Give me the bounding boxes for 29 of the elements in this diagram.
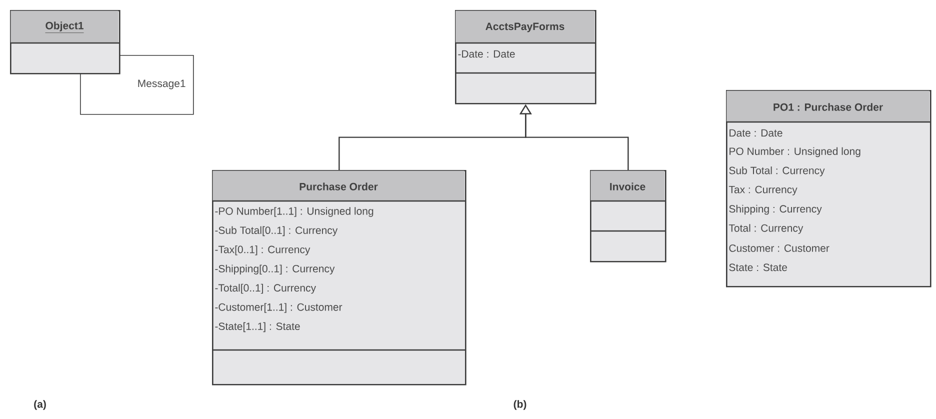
attribute-text: Tax : Currency (728, 186, 798, 196)
attribute-text: State : State (729, 264, 787, 272)
attribute-text: Sub Total : Currency (729, 166, 825, 176)
attribute-text: -State[1..1] : State (215, 322, 300, 332)
attribute-text: Shipping : Currency (729, 204, 822, 215)
class-box (10, 10, 120, 74)
attribute-text: -Total[0..1] : Currency (215, 284, 316, 294)
attribute-text: -Sub Total[0..1] : Currency (215, 226, 338, 236)
class-box (212, 170, 466, 386)
class-box (590, 170, 666, 262)
class-name: PO1 : Purchase Order (774, 103, 883, 111)
class-name: Object1 (45, 22, 84, 33)
panel-label: (b) (514, 400, 526, 410)
panel-label: (a) (34, 400, 46, 410)
class-box (455, 10, 596, 104)
attribute-text: PO Number : Unsigned long (730, 147, 860, 158)
attribute-text: Date : Date (730, 129, 782, 137)
attribute-text: -Customer[1..1] : Customer (215, 303, 342, 313)
attribute-text: -Shipping[0..1] : Currency (215, 264, 335, 274)
attribute-text: -PO Number[1..1] : Unsigned long (215, 207, 374, 217)
attribute-text: -Date : Date (458, 50, 515, 58)
attribute-text: Total : Currency (728, 224, 804, 234)
attribute-text: Customer : Customer (729, 244, 830, 252)
class-name: Invoice (610, 182, 646, 190)
class-box (726, 90, 932, 288)
attribute-text: -Tax[0..1] : Currency (215, 246, 310, 256)
class-name: AcctsPayForms (486, 22, 564, 32)
note-text: Message1 (138, 80, 186, 90)
class-name: Purchase Order (300, 182, 378, 190)
